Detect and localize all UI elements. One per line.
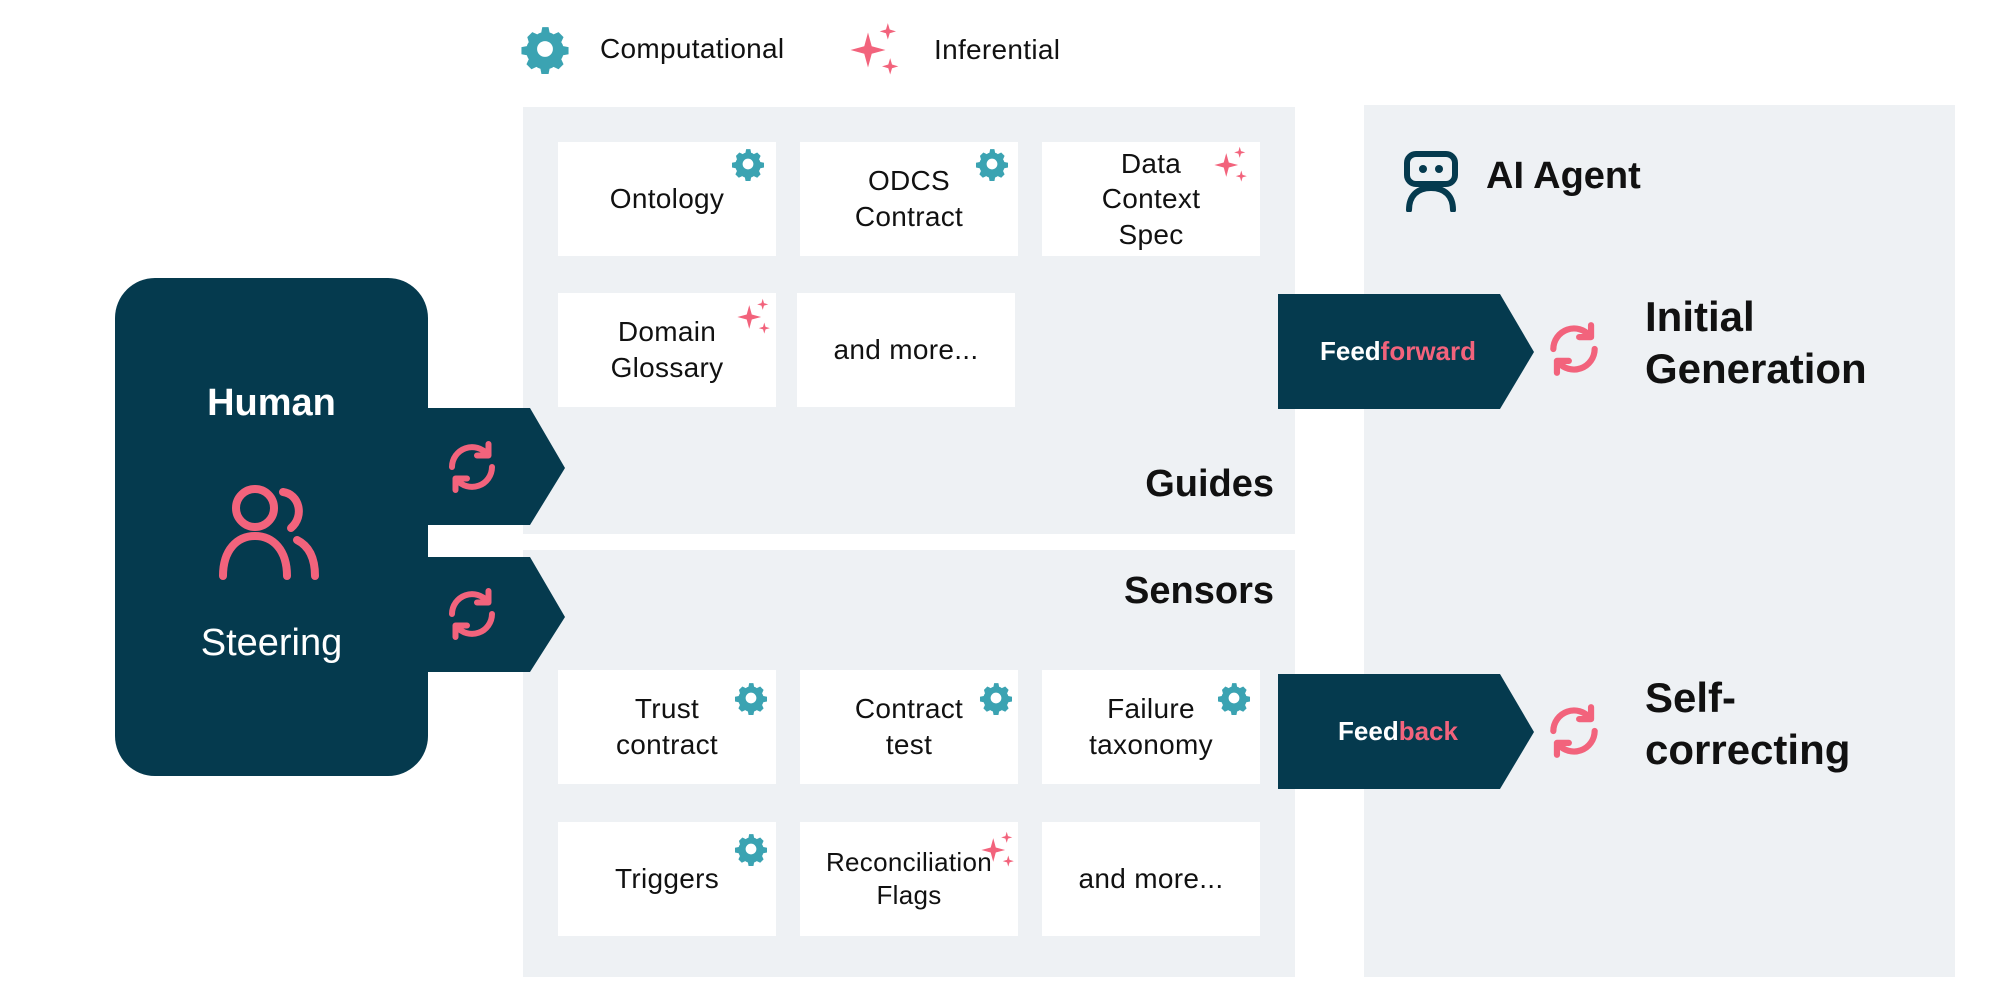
refresh-icon [1550, 322, 1598, 376]
refresh-icon [449, 587, 495, 641]
sensor-card-label: Trust contract [616, 693, 718, 760]
sensor-card-contract-test: Contract test [800, 670, 1018, 784]
gear-icon [521, 27, 569, 74]
feedforward-label: Feedforward [1278, 336, 1518, 367]
guide-card-label: ODCS Contract [854, 165, 964, 232]
refresh-icon [449, 440, 495, 494]
gear-icon [734, 834, 768, 866]
feedback-prefix: Feed [1338, 716, 1399, 746]
human-title: Human [207, 382, 336, 424]
gear-icon [1217, 683, 1251, 715]
guide-card-and-more: and more... [797, 293, 1015, 407]
guide-card-label: and more... [833, 334, 979, 366]
guide-card-ontology: Ontology [558, 142, 776, 256]
legend-computational: Computational [520, 24, 784, 74]
robot-icon [1404, 151, 1458, 212]
legend-inferential: Inferential [846, 22, 1060, 78]
guide-card-odcs-contract: ODCS Contract [800, 142, 1018, 256]
legend-inferential-label: Inferential [934, 34, 1061, 65]
human-subtitle: Steering [200, 622, 343, 664]
gear-icon [734, 683, 768, 715]
feedback-arrow [1278, 674, 1534, 789]
gear-icon [731, 149, 765, 181]
gear-icon [979, 683, 1013, 715]
guide-card-label: Ontology [609, 183, 725, 215]
sparkle-icon [1214, 146, 1247, 182]
human-steering-box [115, 278, 428, 776]
sparkle-icon [850, 23, 899, 75]
initial-generation-label: Initial Generation [1645, 293, 1867, 393]
guide-card-label: Domain Glossary [610, 316, 724, 383]
agent-title: AI Agent [1486, 155, 1641, 197]
sensor-card-label: Failure taxonomy [1089, 693, 1213, 760]
guide-card-label: Data Context Spec [1101, 147, 1201, 250]
sensor-card-trust-contract: Trust contract [558, 670, 776, 784]
sensor-card-reconciliation-flags: Reconciliation Flags [800, 822, 1018, 936]
users-icon [219, 485, 319, 580]
sparkle-icon [737, 298, 770, 334]
sensor-card-failure-taxonomy: Failure taxonomy [1042, 670, 1260, 784]
self-correcting-label: Self- correcting [1645, 674, 1851, 774]
sparkle-icon [981, 831, 1014, 867]
feedforward-suffix: forward [1380, 336, 1477, 366]
feedforward-arrow [1278, 294, 1534, 409]
feedforward-prefix: Feed [1319, 336, 1381, 366]
gear-icon [975, 149, 1009, 181]
agent-panel [1364, 105, 1955, 977]
sensor-card-label: and more... [1078, 863, 1224, 895]
sensor-card-and-more: and more... [1042, 822, 1260, 936]
sensor-card-label: Contract test [854, 693, 964, 760]
refresh-icon [1550, 704, 1598, 758]
sensor-card-label: Triggers [614, 863, 720, 895]
feedback-suffix: back [1398, 716, 1458, 746]
guides-label: Guides [1145, 463, 1274, 505]
guide-card-data-context-spec: Data Context Spec [1042, 142, 1260, 256]
sensors-label: Sensors [1124, 570, 1274, 612]
sensor-card-label: Reconciliation Flags [825, 846, 993, 910]
legend-computational-label: Computational [600, 33, 785, 64]
feedback-label: Feedback [1278, 716, 1518, 747]
guide-card-domain-glossary: Domain Glossary [558, 293, 776, 407]
